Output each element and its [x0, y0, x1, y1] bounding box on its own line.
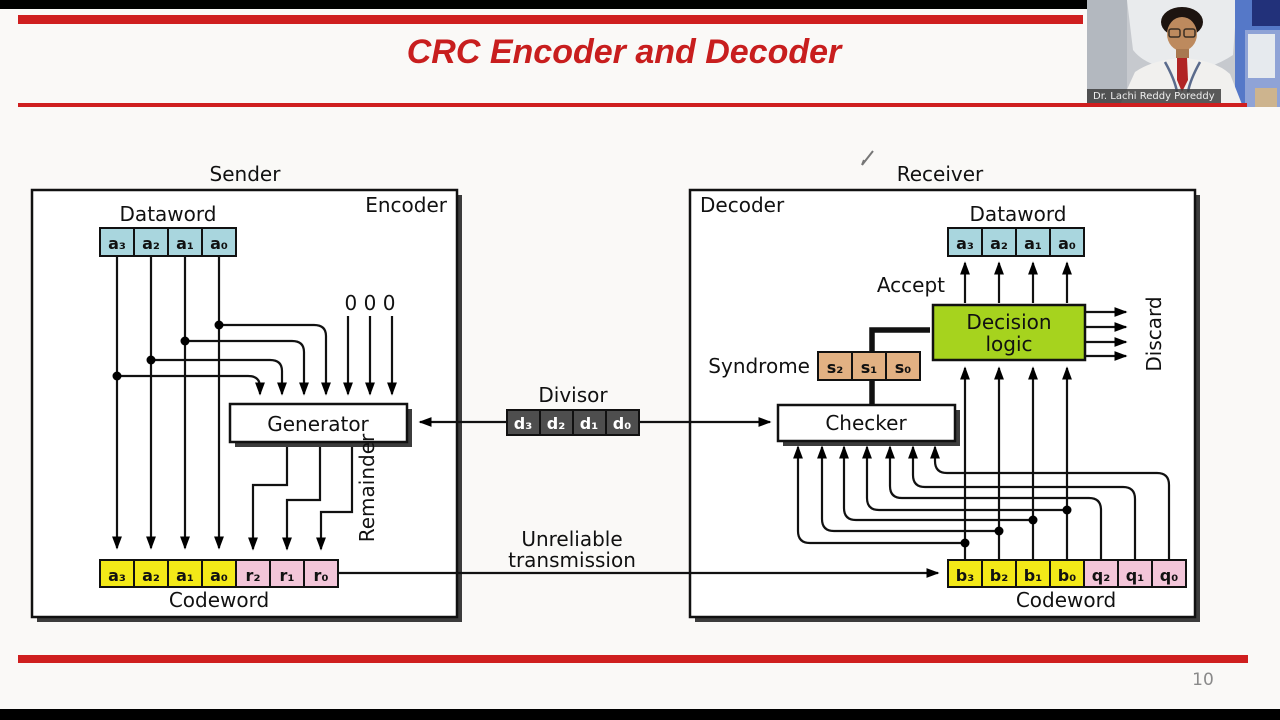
discard-label: Discard — [1142, 296, 1166, 371]
sender-label: Sender — [210, 162, 282, 186]
webcam-door-top — [1252, 0, 1280, 26]
presenter-neck — [1176, 49, 1189, 58]
sender-codeword-label: Codeword — [169, 588, 269, 612]
sender-dataword-a3: a₃ — [108, 234, 126, 253]
syndrome-s2: s₂ — [827, 358, 844, 377]
sender-codeword-r1: r₁ — [280, 566, 295, 585]
syndrome-cells: s₂ s₁ s₀ — [817, 351, 921, 381]
syndrome-s0: s₀ — [895, 358, 912, 377]
divisor-d1: d₁ — [580, 414, 598, 433]
sender-codeword-a1: a₁ — [176, 566, 194, 585]
pencil-cursor-icon — [861, 150, 874, 166]
receiver-dataword-a2: a₂ — [990, 234, 1008, 253]
receiver-dataword-a0: a₀ — [1058, 234, 1076, 253]
sender-dataword-a2: a₂ — [142, 234, 160, 253]
sender-wires — [112, 256, 397, 551]
letterbox-top — [0, 0, 1280, 9]
presenter-name-label: Dr. Lachi Reddy Poreddy — [1087, 89, 1221, 104]
receiver-codeword-b0: b₀ — [1058, 566, 1076, 585]
decoder-label: Decoder — [700, 193, 785, 217]
presenter-face — [1167, 17, 1197, 51]
sender-codeword-a0: a₀ — [210, 566, 228, 585]
receiver-wires — [793, 261, 1171, 559]
sender-dataword-a0: a₀ — [210, 234, 228, 253]
title-underline-rule — [18, 103, 1247, 107]
receiver-codeword-b2: b₂ — [990, 566, 1008, 585]
receiver-codeword-b1: b₁ — [1024, 566, 1042, 585]
webcam-desk-object — [1255, 88, 1277, 107]
receiver-dataword-a3: a₃ — [956, 234, 974, 253]
sender-codeword-a3: a₃ — [108, 566, 126, 585]
divisor-cells: d₃ d₂ d₁ d₀ — [506, 409, 640, 436]
sender-dataword-a1: a₁ — [176, 234, 194, 253]
webcam-door-window — [1248, 34, 1275, 78]
checker-box — [776, 403, 957, 443]
decision-logic-label-2: logic — [985, 332, 1032, 356]
remainder-label: Remainder — [355, 433, 379, 542]
accept-label: Accept — [877, 273, 945, 297]
syndrome-s1: s₁ — [861, 358, 878, 377]
syndrome-label: Syndrome — [708, 354, 810, 378]
receiver-codeword-b3: b₃ — [956, 566, 974, 585]
augmented-zeros-label: 0 0 0 — [345, 291, 396, 315]
bottom-accent-rule — [18, 655, 1248, 663]
presenter-glasses-left — [1168, 28, 1181, 38]
letterbox-bottom — [0, 709, 1280, 720]
presenter-tie — [1177, 58, 1188, 92]
decision-logic-box — [931, 303, 1087, 362]
decision-logic-label-1: Decision — [966, 310, 1051, 334]
receiver-codeword-q2: q₂ — [1092, 566, 1110, 585]
receiver-dataword-a1: a₁ — [1024, 234, 1042, 253]
receiver-codeword-q1: q₁ — [1126, 566, 1144, 585]
sender-codeword-r0: r₀ — [314, 566, 329, 585]
generator-box — [228, 402, 409, 444]
receiver-dataword-label: Dataword — [970, 202, 1067, 226]
transmission-label: transmission — [508, 548, 636, 572]
page-number: 10 — [1192, 670, 1214, 690]
sender-codeword-a2: a₂ — [142, 566, 160, 585]
receiver-label: Receiver — [897, 162, 984, 186]
webcam-overlay: Dr. Lachi Reddy Poreddy — [1087, 0, 1280, 107]
divisor-d3: d₃ — [514, 414, 532, 433]
encoder-label: Encoder — [365, 193, 448, 217]
divisor-d2: d₂ — [547, 414, 565, 433]
checker-label: Checker — [825, 411, 907, 435]
sender-codeword-r2: r₂ — [246, 566, 261, 585]
receiver-junction-dots — [960, 505, 1072, 548]
unreliable-label: Unreliable — [521, 527, 622, 551]
slide-title: CRC Encoder and Decoder — [406, 33, 842, 71]
sender-dataword-label: Dataword — [120, 202, 217, 226]
sender-codeword-cells: a₃ a₂ a₁ a₀ r₂ r₁ r₀ — [99, 559, 339, 588]
receiver-dataword-cells: a₃ a₂ a₁ a₀ — [947, 227, 1085, 257]
receiver-codeword-q0: q₀ — [1160, 566, 1178, 585]
generator-label: Generator — [267, 412, 369, 436]
sender-junction-dots — [112, 320, 224, 381]
decoder-box — [688, 188, 1197, 619]
presenter-glasses-right — [1183, 28, 1196, 38]
receiver-codeword-cells: b₃ b₂ b₁ b₀ q₂ q₁ q₀ — [947, 559, 1187, 588]
divisor-d0: d₀ — [613, 414, 631, 433]
top-accent-rule — [18, 15, 1083, 24]
divisor-label: Divisor — [538, 383, 608, 407]
sender-dataword-cells: a₃ a₂ a₁ a₀ — [99, 227, 237, 257]
receiver-codeword-label: Codeword — [1016, 588, 1116, 612]
